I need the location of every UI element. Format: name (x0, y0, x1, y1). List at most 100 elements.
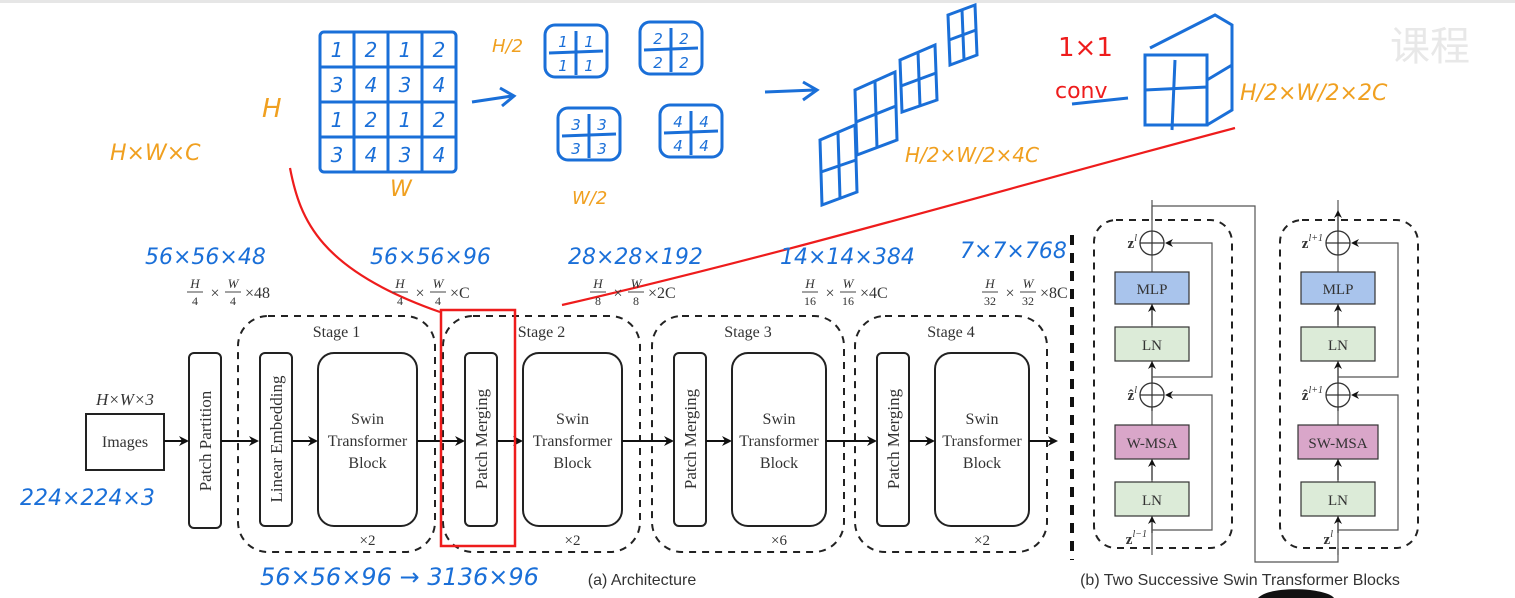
sub-patch-number: 4 (673, 137, 683, 155)
partition-size-annotation: 56×56×48 (145, 245, 266, 270)
frac-h-den: 32 (984, 294, 996, 308)
red-annotation-curve-right (561, 126, 1236, 307)
block-connector (1151, 205, 1339, 563)
h-annotation: H (262, 94, 282, 124)
caption-architecture: (a) Architecture (588, 572, 697, 589)
sub-patch-number: 2 (653, 54, 663, 72)
stage-first-layer-box (259, 352, 293, 527)
stage-repeat-count: ×2 (974, 533, 990, 549)
block-label-line: Swin (351, 411, 384, 428)
layernorm-bottom-box-label: LN (1142, 493, 1162, 509)
frac-w-num: W (843, 276, 855, 291)
times-sign: × (210, 285, 219, 302)
swin-transformer-block-box (317, 352, 418, 527)
sub-patch-number: 3 (597, 140, 607, 158)
stage-1-shape-label: H4×W4×C (392, 276, 470, 308)
sketch-arrow-1-head (499, 86, 517, 108)
w-annotation: W (390, 177, 413, 202)
grid-cell-number: 1 (399, 108, 412, 132)
stage3-size-annotation: 14×14×384 (780, 245, 915, 270)
concat-shape-annotation: H/2×W/2×4C (905, 143, 1039, 167)
times-sign: × (613, 285, 622, 302)
frac-h-den: 4 (192, 294, 198, 308)
top-border (0, 0, 1515, 3)
block-label-line: Block (760, 455, 798, 472)
frac-h-den: 8 (595, 294, 601, 308)
input-size-annotation: 224×224×3 (20, 486, 155, 511)
frac-h-num: H (189, 276, 200, 291)
times-sign: × (1005, 285, 1014, 302)
conv-arrow (1071, 96, 1129, 106)
stage-first-layer-label: Patch Merging (884, 388, 903, 489)
frac-channels: ×8C (1040, 285, 1068, 302)
images-box (85, 413, 165, 471)
frac-w-den: 32 (1022, 294, 1034, 308)
input-dims: H×W×3 (95, 390, 154, 409)
attention-box-label: W-MSA (1127, 436, 1178, 452)
layernorm-top-box-label: LN (1142, 338, 1162, 354)
frac-h-num: H (804, 276, 815, 291)
frac-channels: ×4C (860, 285, 888, 302)
input-z-label: zl (1324, 529, 1334, 548)
output-z-label: zl (1128, 233, 1138, 252)
swin-transformer-block-box (934, 352, 1030, 527)
presenter-head (1258, 589, 1334, 598)
block-label-line: Swin (763, 411, 796, 428)
hwc-annotation: H×W×C (110, 141, 201, 166)
stage-repeat-count: ×2 (565, 533, 581, 549)
frac-w-num: W (1023, 276, 1035, 291)
frac-w-den: 16 (842, 294, 854, 308)
grid-cell-number: 1 (331, 108, 344, 132)
residual-connection (1338, 391, 1399, 531)
residual-connection (1338, 239, 1399, 378)
stage-first-layer-label: Linear Embedding (267, 375, 286, 502)
grid-cell-number: 3 (399, 73, 412, 97)
intermediate-z-label: ẑl+1 (1302, 385, 1323, 404)
frac-w-num: W (433, 276, 445, 291)
caption-successive-blocks: (b) Two Successive Swin Transformer Bloc… (1080, 572, 1400, 589)
times-sign: × (415, 285, 424, 302)
sketch-arrow-1 (471, 94, 513, 104)
block-label-line: Transformer (942, 433, 1022, 450)
residual-connection (1152, 391, 1213, 531)
frac-h-num: H (984, 276, 995, 291)
stage-3-shape-label: H 16 × W 16 ×4C (802, 276, 888, 308)
stage-repeat-count: ×6 (771, 533, 787, 549)
intermediate-z-label: ẑl (1128, 385, 1138, 404)
watermark-text: 课程 (1390, 24, 1470, 70)
frac-h-den: 16 (804, 294, 816, 308)
sub-patch-number: 3 (597, 116, 607, 134)
block-label-line: Transformer (739, 433, 819, 450)
grid-cell-number: 4 (433, 143, 446, 167)
frac-w-den: 4 (230, 294, 236, 308)
grid-cell-number: 2 (433, 38, 446, 62)
sub-patch-number: 4 (699, 137, 709, 155)
input-z-label: zl−1 (1126, 529, 1147, 548)
swin-transformer-block-box (731, 352, 827, 527)
sub-patch-number: 4 (699, 113, 709, 131)
w-half-annotation: W/2 (572, 188, 607, 209)
patch-grid-sketch (318, 30, 458, 174)
output-z-label: zl+1 (1302, 233, 1323, 252)
times-sign: × (825, 285, 834, 302)
output-shape-annotation: H/2×W/2×2C (1240, 81, 1388, 106)
grid-cell-number: 2 (365, 38, 378, 62)
stage1-size-annotation: 56×56×96 (370, 245, 491, 270)
sub-patch-number: 3 (571, 116, 581, 134)
stage-containers: Stage 1 Linear Embedding SwinTransformerBl… (164, 315, 1058, 553)
sub-patch-number: 2 (679, 30, 689, 48)
stage-shape-labels: H4×W4×48H4×W4×CH8×W8×2CH16×W16×4CH32×W32… (187, 276, 1068, 308)
frac-w-den: 8 (633, 294, 639, 308)
frac-w-den: 4 (435, 294, 441, 308)
layernorm-bottom-box (1300, 481, 1376, 517)
stage-title: Stage 4 (927, 324, 975, 341)
stage-title: Stage 1 (313, 324, 361, 341)
